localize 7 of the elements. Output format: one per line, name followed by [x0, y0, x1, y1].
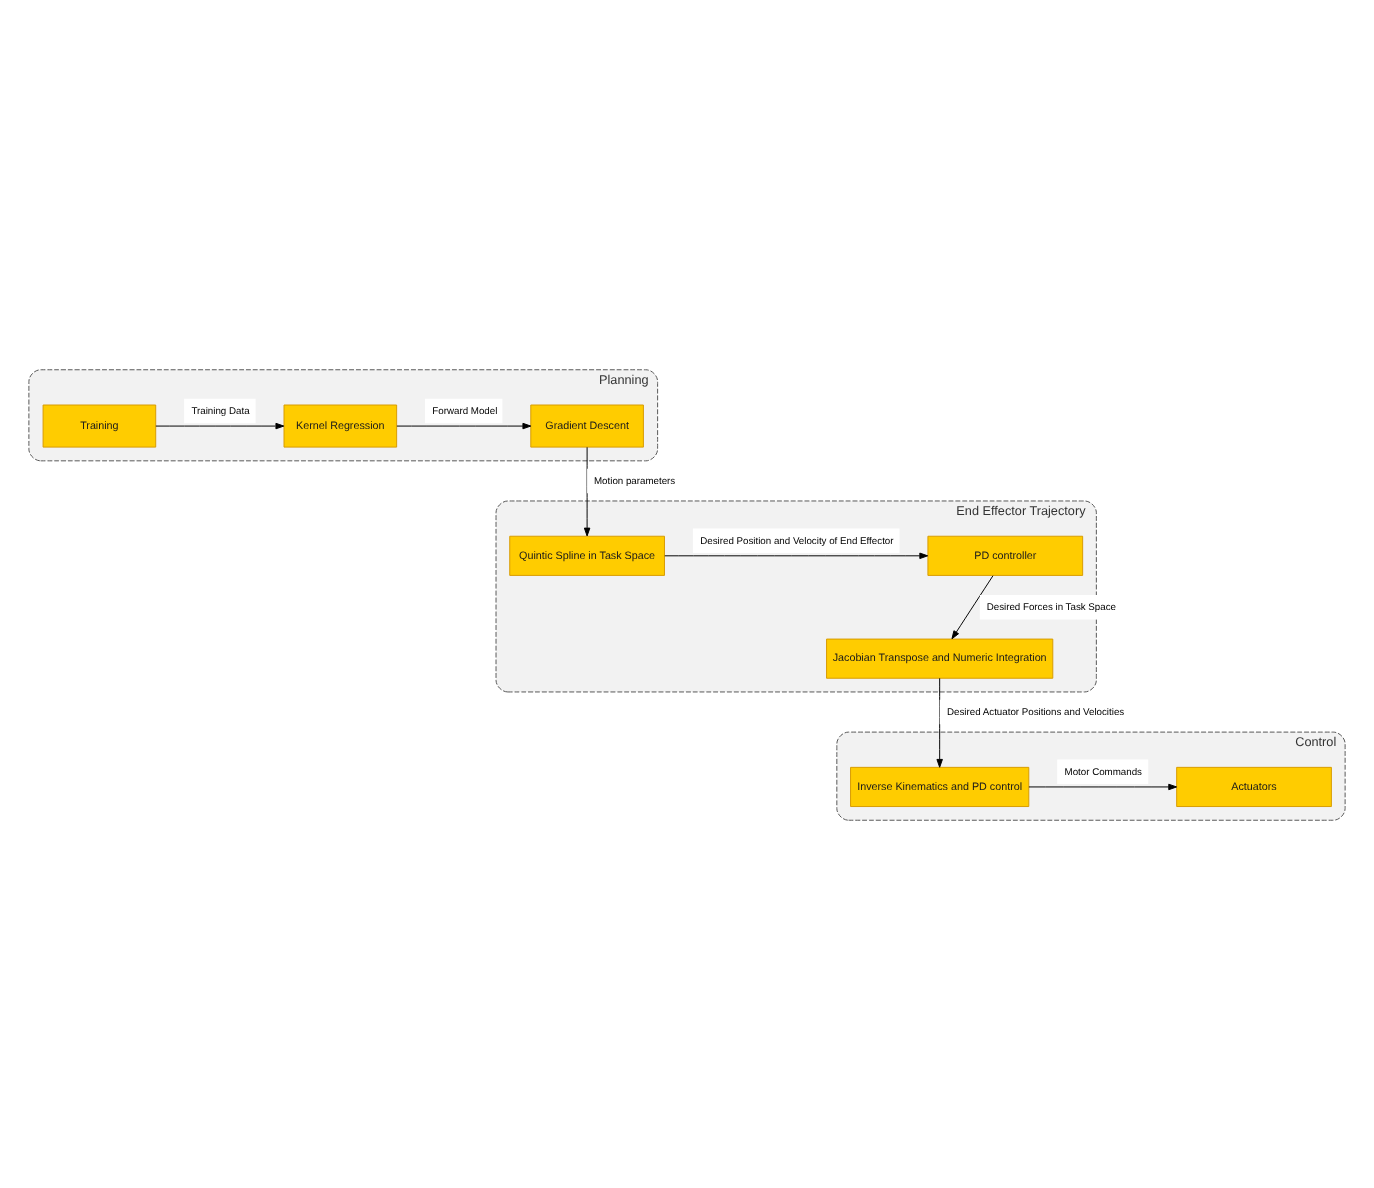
arrow [396, 421, 532, 429]
arrow [1028, 782, 1178, 790]
arrow [951, 574, 994, 639]
arrow [155, 421, 285, 429]
arrow [583, 445, 591, 536]
arrow [664, 551, 929, 559]
arrow [936, 676, 943, 767]
